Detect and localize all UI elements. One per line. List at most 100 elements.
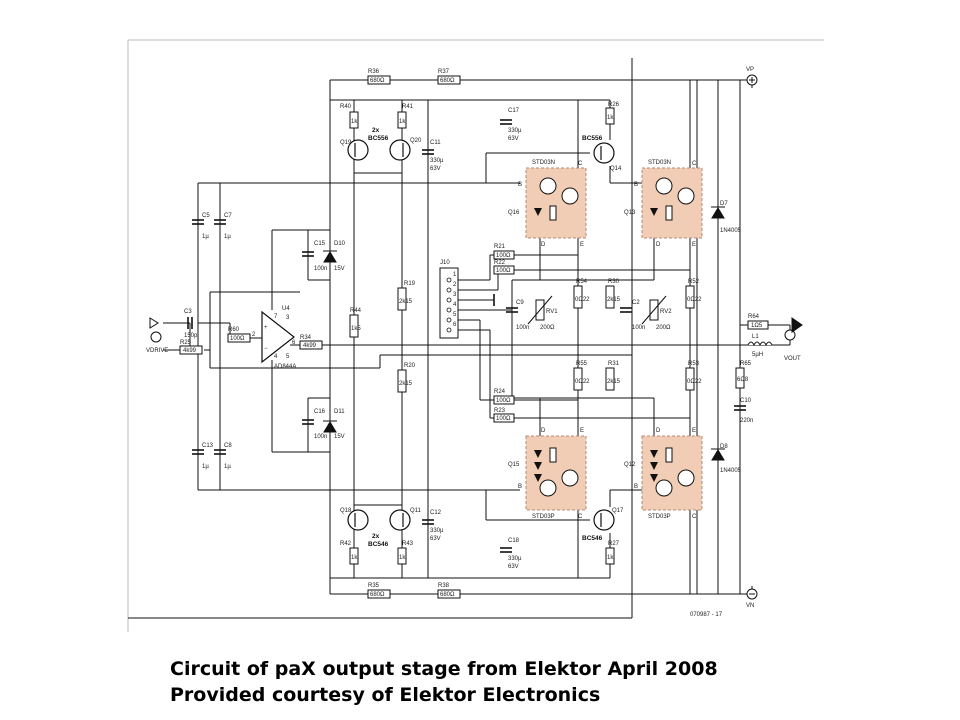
j10-pin-4: 4 [453,302,457,308]
resistor-value: 1k [607,555,614,561]
capacitor-ref: C18 [508,538,520,544]
j10-pin-circles [446,277,452,333]
inductor-value: 5µH [752,352,763,358]
resistor-ref: R20 [404,363,416,369]
capacitor-value: 1µ [202,234,209,240]
diode-ref: D11 [334,409,345,415]
pin-d: D [541,428,546,434]
resistor-value: 100Ω [496,253,511,259]
capacitor-ref: C7 [224,213,232,219]
transistor-q11-ref: Q11 [410,508,422,514]
diode-ref: D10 [334,241,346,247]
pot-ref: RV2 [660,309,672,315]
module-internals [539,177,695,497]
transistor-q19-ref: Q19 [340,140,352,146]
resistor-value: 680Ω [370,592,385,598]
capacitor-value: 100n [632,325,645,331]
resistor-value: 100Ω [496,416,511,422]
input-arrow-icon [149,317,159,329]
resistor-ref: R34 [300,335,312,341]
capacitor-value: 330µ [508,128,522,134]
resistor-ref: R36 [368,69,380,75]
resistor-ref: R22 [494,260,506,266]
capacitor-value: 150p [184,333,198,339]
resistor-value: 0Ω22 [575,379,590,385]
capacitor-value: 100n [314,266,327,272]
opamp-pin-4: 4 [274,354,278,360]
pot-wipers [527,295,667,325]
resistor-ref: R54 [576,279,588,285]
resistor-value: 1k [351,119,358,125]
module-q12-ref: Q12 [624,462,636,468]
pin-e: E [580,428,584,434]
connector-ref: J10 [440,260,450,266]
pot-value: 200Ω [540,325,555,331]
pin-c: C [692,161,697,167]
inductor-l1 [747,341,773,347]
wires [128,58,791,619]
rail-label-vp: VP [746,67,754,73]
resistor-ref: R26 [608,102,620,108]
module-q13-ref: Q13 [624,210,636,216]
resistor-ref: R60 [228,327,240,333]
resistor-ref: R44 [350,308,362,314]
resistor-bodies [179,75,769,599]
input-label: VDRIVE [146,348,168,354]
resistor-value: 0Ω22 [687,379,702,385]
caption-title: Circuit of paX output stage from Elektor… [170,658,718,680]
output-label: VOUT [784,356,801,362]
figure-code: 070987 - 17 [690,612,723,618]
transistor-q14-part: BC556 [582,135,603,142]
capacitor-ref: C8 [224,443,232,449]
capacitor-value: 330µ [430,528,444,534]
resistor-value: 1k [351,555,358,561]
resistor-value: 4k99 [183,348,197,354]
capacitor-value: 220n [740,418,753,424]
module-q16-ref: Q16 [508,210,520,216]
pair-top-part: BC556 [368,135,389,142]
module-q12-part: STD03P [648,514,671,520]
opamp-pin-3: 3 [286,315,290,321]
resistor-ref: R55 [576,361,588,367]
capacitor-value: 1µ [224,234,231,240]
diode-ref: D7 [720,201,728,207]
resistor-ref: R24 [494,389,506,395]
pin-d: D [656,242,661,248]
capacitor-ref: C10 [740,398,752,404]
resistor-value: 0Ω22 [575,297,590,303]
resistor-ref: R64 [748,314,760,320]
pair-top-count: 2x [372,127,380,134]
resistor-value: 2k15 [607,379,621,385]
output-arrow-icon [791,317,803,333]
resistor-value: 4k99 [303,343,317,349]
opamp-minus: − [264,346,268,352]
resistor-ref: R31 [608,361,620,367]
pin-d: D [541,242,546,248]
transistor-q14-ref: Q14 [610,166,622,172]
resistor-value: 1k [399,119,406,125]
j10-pin-1: 1 [453,272,457,278]
resistor-value: 1Ω5 [751,323,763,329]
diode-ref: D8 [720,444,728,450]
pair-bottom-count: 2x [372,533,380,540]
opamp-u4 [261,310,295,364]
resistor-ref: R42 [340,541,352,547]
resistor-value: 2k15 [399,381,413,387]
resistor-value: 0Ω22 [687,297,702,303]
capacitor-value: 100n [516,325,529,331]
pin-d: D [656,428,661,434]
transistor-q17-part: BC546 [582,535,603,542]
capacitor-value: 330µ [508,556,522,562]
resistor-ref: R65 [740,361,752,367]
capacitor-rating: 63V [508,564,519,570]
diode-symbols [323,206,725,461]
resistor-ref: R27 [608,541,620,547]
resistor-value: 100Ω [230,336,245,342]
capacitor-rating: 63V [508,136,519,142]
pot-ref: RV1 [546,309,558,315]
resistor-ref: R35 [368,583,380,589]
diode-value: 15V [334,434,345,440]
opamp-pin-5: 5 [286,354,290,360]
resistor-ref: R21 [494,244,506,250]
